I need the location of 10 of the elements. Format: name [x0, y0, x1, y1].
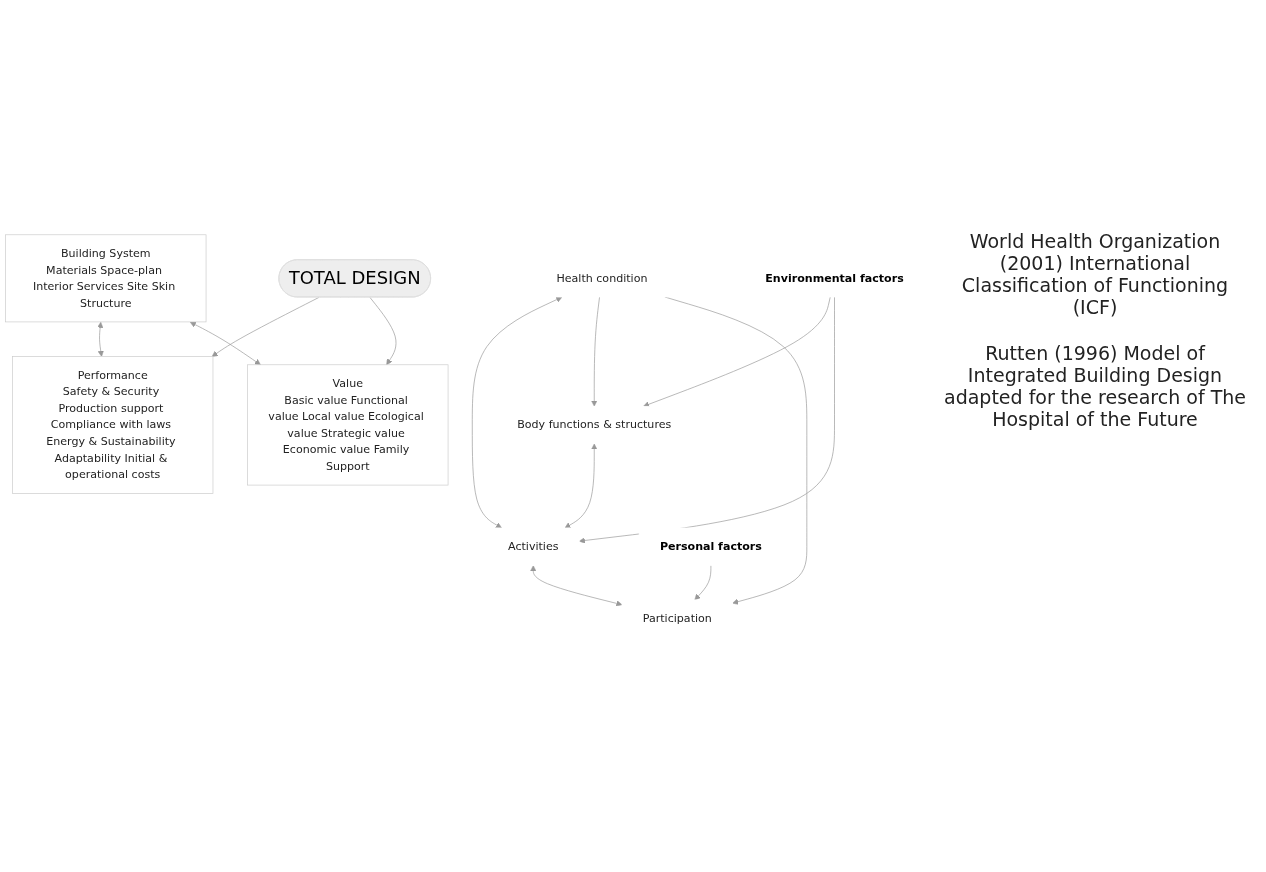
node-box: Value Basic value Functional value Local value Ecological value Strategic value Economic value Family Support	[247, 364, 449, 486]
node-text: Environmental factors	[765, 271, 904, 285]
source-note: World Health Organization (2001) International Classification of Functioning (ICF)	[960, 230, 1230, 318]
node-text: Health condition	[556, 271, 648, 285]
node-text: Participation	[642, 611, 712, 625]
node-box: Building System Materials Space-plan Interior Services Site Skin Structure	[5, 234, 207, 323]
node-box: Performance Safety & Security Production support Compliance with laws Energy & Sustainability Adaptability Initial & operational costs	[12, 356, 214, 494]
source-note: Rutten (1996) Model of Integrated Building Design adapted for the research of The Hospital of the Future	[943, 342, 1247, 430]
node-text: Activities	[508, 539, 559, 553]
node-text: Body functions & structures	[517, 418, 672, 432]
